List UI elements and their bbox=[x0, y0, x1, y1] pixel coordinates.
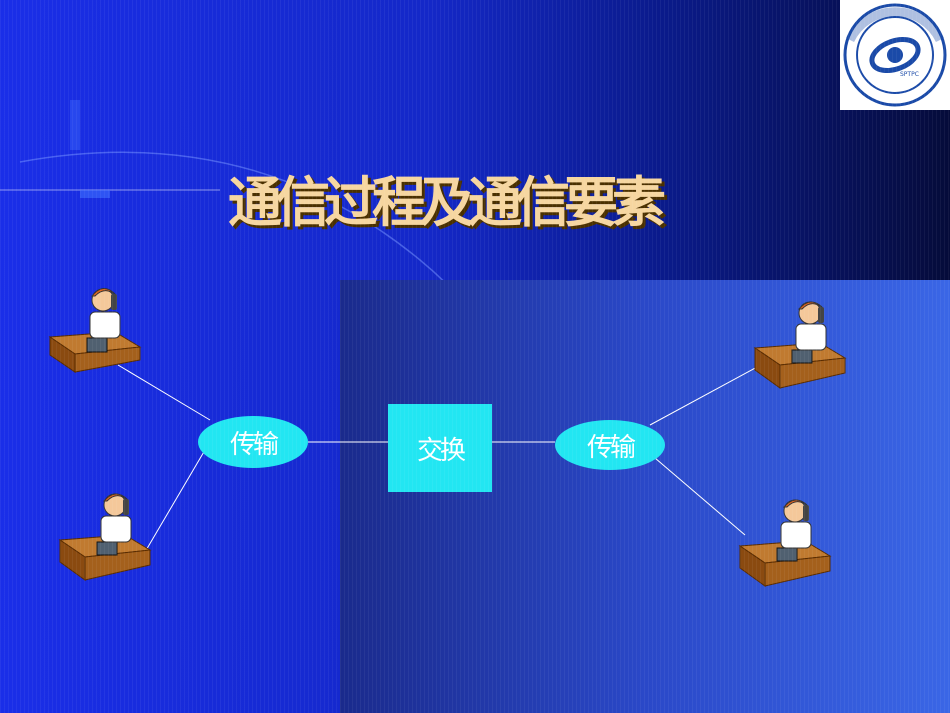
telephone-user-icon-3 bbox=[753, 301, 847, 389]
link-user1-transmission bbox=[117, 364, 211, 421]
svg-text:SPTPC: SPTPC bbox=[900, 71, 919, 78]
telephone-user-icon-2 bbox=[58, 493, 152, 581]
link-transmission-user4 bbox=[654, 457, 746, 536]
slide-title: 通信过程及通信要素 bbox=[228, 170, 666, 234]
telephone-user-icon-4 bbox=[738, 499, 832, 587]
transmission-node-left: 传输 bbox=[198, 416, 308, 468]
transmission-label-left: 传输 bbox=[229, 429, 279, 460]
switching-node: 交换 bbox=[388, 404, 492, 492]
switching-label: 交换 bbox=[416, 435, 466, 466]
right-panel bbox=[340, 280, 950, 713]
transmission-node-right: 传输 bbox=[555, 420, 665, 470]
footer-text bbox=[112, 680, 116, 693]
link-user2-transmission bbox=[144, 449, 206, 553]
transmission-label-right: 传输 bbox=[586, 432, 636, 463]
link-transmission-user3 bbox=[649, 359, 771, 426]
college-logo: SPTPC bbox=[840, 0, 950, 110]
college-seal-icon: SPTPC bbox=[843, 3, 947, 107]
telephone-user-icon-1 bbox=[48, 288, 142, 373]
